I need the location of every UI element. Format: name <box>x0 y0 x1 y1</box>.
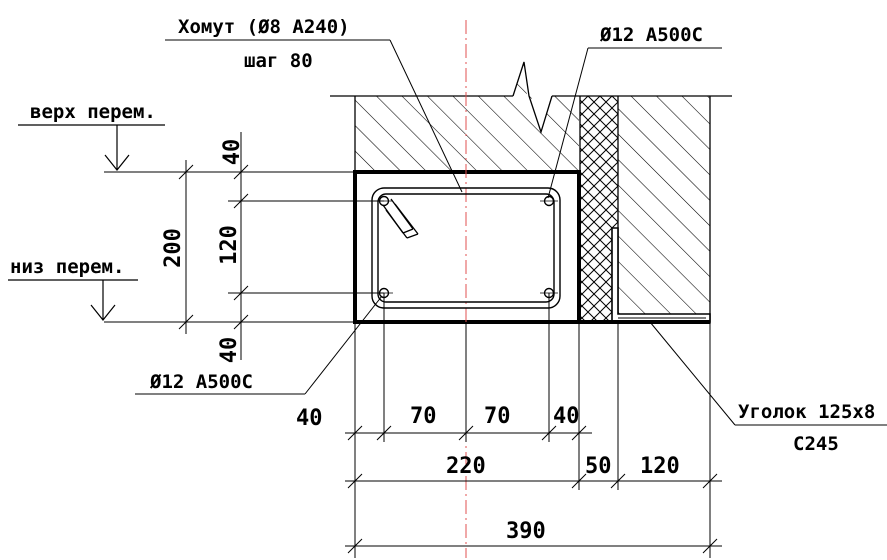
dim-200: 200 <box>161 228 186 268</box>
dim-70-a: 70 <box>410 404 437 429</box>
dim-220: 220 <box>446 454 486 479</box>
dim-40-left: 40 <box>296 406 323 431</box>
top-bar-label: Ø12 А500С <box>599 24 703 46</box>
dim-120: 120 <box>217 225 242 265</box>
level-top-marker <box>18 124 165 171</box>
leaders <box>135 39 887 426</box>
dim-50: 50 <box>585 454 612 479</box>
dim-120-right: 120 <box>640 454 680 479</box>
stirrup-label: Хомут (Ø8 А240) <box>178 16 350 38</box>
dim-40-right: 40 <box>553 404 580 429</box>
dim-40-bottom: 40 <box>217 337 242 364</box>
stirrup <box>371 187 561 309</box>
slab-bottom-label: низ перем. <box>10 256 124 278</box>
angle-grade-label: С245 <box>793 433 839 455</box>
bottom-bar-label: Ø12 А500С <box>149 371 253 393</box>
stirrup-spacing-label: шаг 80 <box>244 50 313 72</box>
slab-top-label: верх перем. <box>30 101 156 123</box>
level-bottom-marker <box>8 279 138 321</box>
dim-390: 390 <box>506 519 546 544</box>
outer-wall-hatch <box>618 96 711 324</box>
dim-70-b: 70 <box>484 404 511 429</box>
horizontal-dimensions <box>345 293 722 558</box>
vertical-dimensions <box>104 132 384 360</box>
dim-40-top: 40 <box>220 139 245 166</box>
angle-label: Уголок 125х8 <box>738 401 875 423</box>
